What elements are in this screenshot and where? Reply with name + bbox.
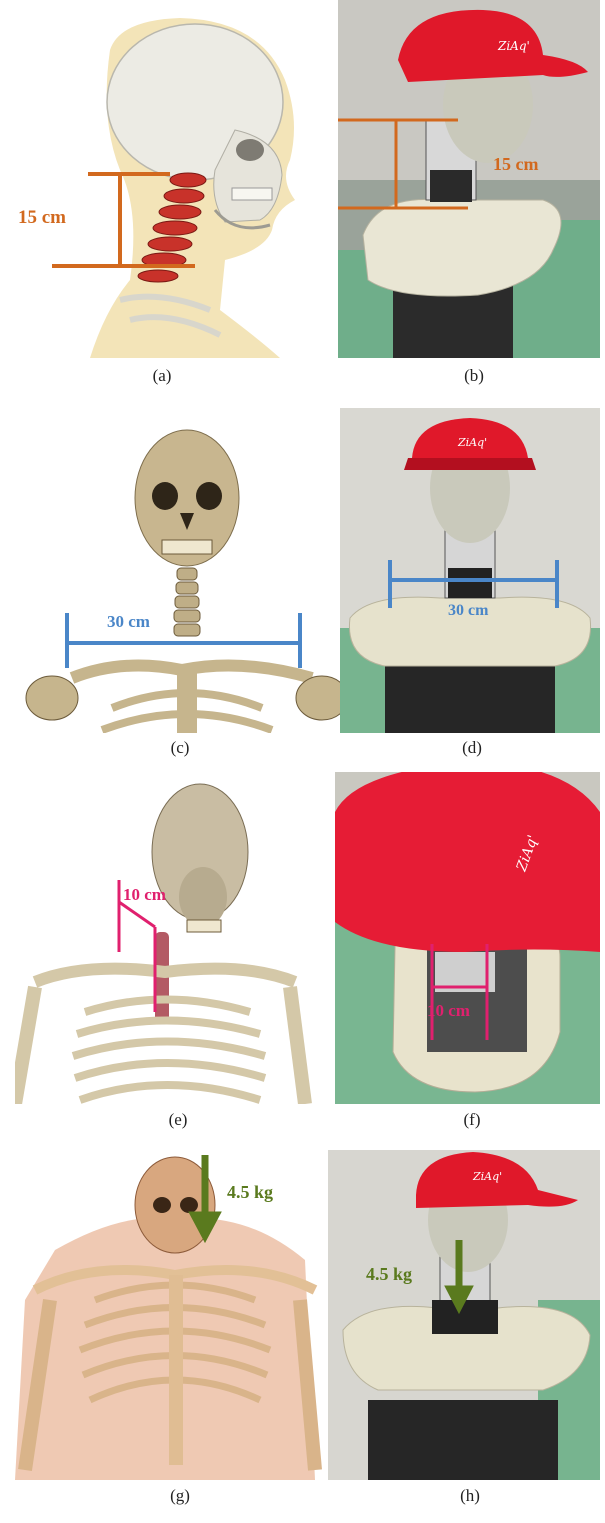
measurement-label-h: 4.5 kg xyxy=(366,1264,412,1284)
measurement-label-d: 30 cm xyxy=(448,602,489,619)
svg-text:ZiAq': ZiAq' xyxy=(497,39,530,53)
caption-b: (b) xyxy=(434,366,514,386)
caption-h: (h) xyxy=(430,1486,510,1506)
skull-side-illustration: 15 cm xyxy=(10,10,300,358)
svg-text:ZiAq': ZiAq' xyxy=(472,1170,502,1183)
caption-d: (d) xyxy=(432,738,512,758)
svg-text:ZiAq': ZiAq' xyxy=(457,436,487,449)
caption-g: (g) xyxy=(140,1486,220,1506)
panel-a-image: 15 cm xyxy=(10,10,300,358)
robot-load-photo: ZiAq' 4.5 kg xyxy=(328,1150,600,1480)
caption-c: (c) xyxy=(140,738,220,758)
panel-g-image: 4.5 kg xyxy=(15,1150,335,1480)
measurement-label-b: 15 cm xyxy=(493,154,538,174)
panel-d-image: ZiAq' 30 cm xyxy=(340,408,600,733)
panel-e-image: 10 cm xyxy=(15,772,320,1104)
body-skeleton-illustration: 4.5 kg xyxy=(15,1150,335,1480)
skeleton-tilted-illustration: 10 cm xyxy=(15,772,320,1104)
caption-f: (f) xyxy=(432,1110,512,1130)
skeleton-front-illustration: 30 cm xyxy=(22,408,340,733)
robot-front-photo: ZiAq' 30 cm xyxy=(340,408,600,733)
panel-h-image: ZiAq' 4.5 kg xyxy=(328,1150,600,1480)
measurement-label-f: 10 cm xyxy=(427,1001,470,1020)
panel-c-image: 30 cm xyxy=(22,408,340,733)
robot-top-photo: ZiAq' 10 cm xyxy=(335,772,600,1104)
robot-side-photo: ZiAq' 15 cm xyxy=(338,0,600,358)
measurement-label-a: 15 cm xyxy=(18,207,66,228)
panel-f-image: ZiAq' 10 cm xyxy=(335,772,600,1104)
caption-e: (e) xyxy=(138,1110,218,1130)
panel-b-image: ZiAq' 15 cm xyxy=(338,0,600,358)
measurement-label-c: 30 cm xyxy=(107,612,150,631)
caption-a: (a) xyxy=(122,366,202,386)
measurement-label-g: 4.5 kg xyxy=(227,1182,273,1202)
measurement-label-e: 10 cm xyxy=(123,885,166,904)
